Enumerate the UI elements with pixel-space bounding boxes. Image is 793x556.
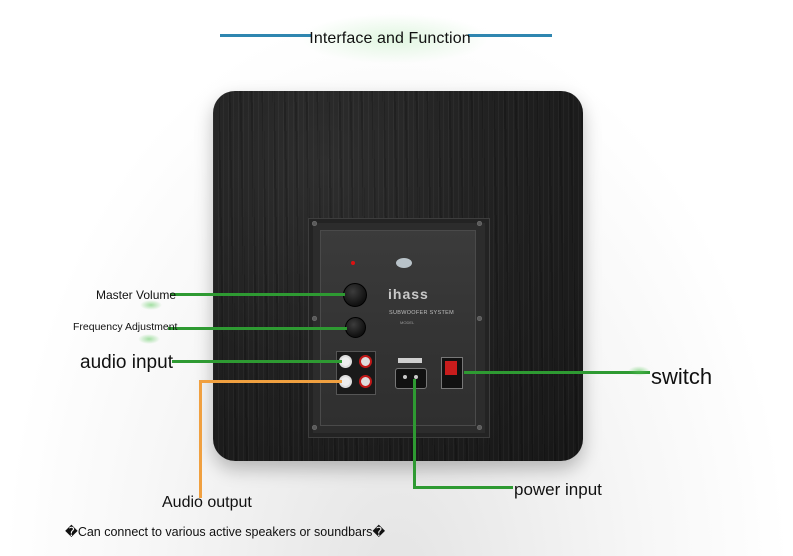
power-input-line-horizontal [413, 486, 513, 489]
title-glow [300, 14, 490, 64]
screw-icon [312, 221, 317, 226]
power-led-icon [351, 261, 355, 265]
socket-pin-icon [403, 375, 407, 379]
brand-logo: ihass [388, 286, 429, 302]
audio-output-right-jack[interactable] [359, 375, 372, 388]
screw-icon [477, 425, 482, 430]
screw-icon [312, 425, 317, 430]
frequency-adjustment-line [168, 327, 347, 330]
screw-icon [477, 316, 482, 321]
screw-icon [312, 316, 317, 321]
master-volume-label: Master Volume [96, 288, 177, 302]
leaf-decoration-icon [628, 366, 650, 376]
audio-input-line [172, 360, 342, 363]
screw-icon [477, 221, 482, 226]
fuse-label [398, 358, 422, 363]
power-input-label: power input [514, 480, 602, 499]
power-input-socket[interactable] [395, 368, 427, 389]
master-volume-line [170, 293, 345, 296]
audio-input-label: audio input [80, 352, 173, 373]
switch-line [464, 371, 650, 374]
model-label: MODEL [400, 320, 415, 325]
power-input-line-vertical [413, 379, 416, 488]
audio-input-right-jack[interactable] [359, 355, 372, 368]
title-rule-left [220, 34, 312, 37]
leaf-decoration-icon [140, 300, 162, 310]
brand-badge-icon [396, 258, 412, 268]
audio-output-label: Audio output [162, 494, 252, 511]
audio-output-line-vertical [199, 380, 202, 498]
subwoofer-system-label: SUBWOOFER SYSTEM [389, 310, 454, 316]
leaf-decoration-icon [138, 334, 160, 344]
frequency-adjustment-knob[interactable] [345, 317, 366, 338]
switch-label: switch [651, 364, 713, 389]
master-volume-knob[interactable] [343, 283, 367, 307]
socket-pin-icon [414, 375, 418, 379]
page-title: Interface and Function [309, 30, 471, 47]
frequency-adjustment-label: Frequency Adjustment [73, 321, 178, 333]
title-rule-right [468, 34, 552, 37]
audio-output-line-horizontal [199, 380, 342, 383]
audio-output-note: �Can connect to various active speakers … [65, 525, 386, 539]
power-switch[interactable] [445, 361, 457, 375]
